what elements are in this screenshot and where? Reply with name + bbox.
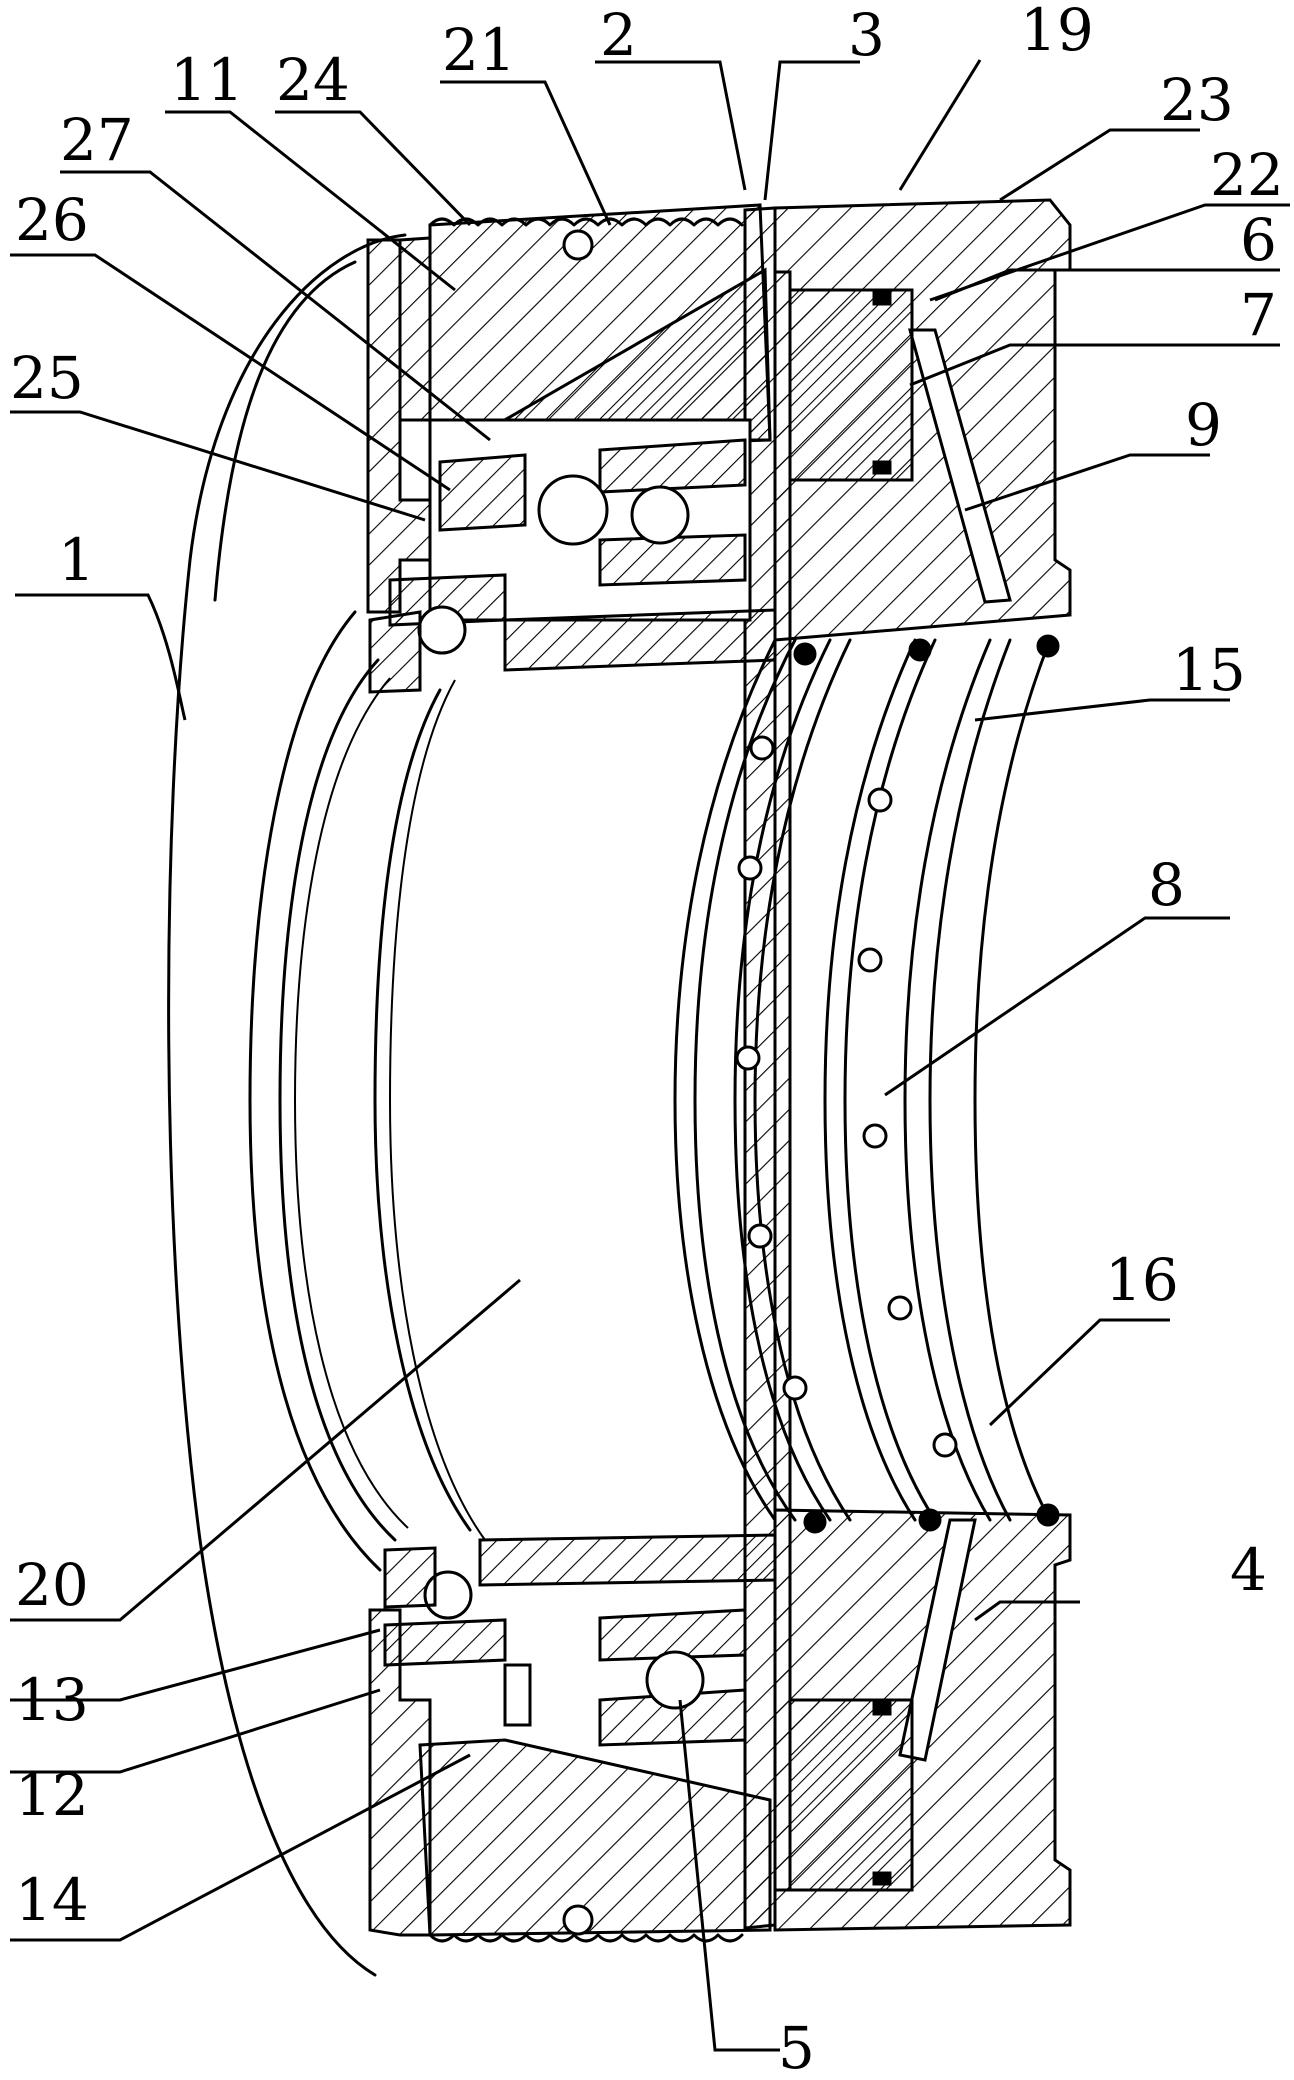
label-26: 26 [15,186,89,254]
label-1: 1 [58,526,95,594]
label-16: 16 [1105,1246,1179,1314]
label-14: 14 [15,1866,89,1934]
inner-bore [250,612,485,1570]
label-7: 7 [1240,281,1277,349]
label-8: 8 [1148,851,1185,919]
label-27: 27 [60,106,134,174]
label-4: 4 [1230,1536,1267,1604]
upper-threaded-ring [430,205,770,445]
label-20: 20 [15,1551,89,1619]
upper-bearing-assembly [390,420,750,625]
grooved-seal-rings [675,636,1058,1532]
label-19: 19 [1020,0,1094,64]
label-23: 23 [1160,66,1234,134]
inner-sleeve-upper [370,607,775,692]
label-21: 21 [442,16,516,84]
label-22: 22 [1210,141,1284,209]
upper-left-housing-section [368,238,430,612]
label-6: 6 [1240,206,1277,274]
label-13: 13 [15,1666,89,1734]
label-25: 25 [10,344,84,412]
label-3: 3 [848,1,885,69]
label-12: 12 [15,1761,89,1829]
label-15: 15 [1172,636,1246,704]
label-11: 11 [170,46,244,114]
label-24: 24 [276,46,350,114]
label-9: 9 [1185,391,1222,459]
label-2: 2 [600,1,637,69]
lower-bearing-assembly [385,1535,775,1745]
label-5: 5 [778,2014,815,2080]
